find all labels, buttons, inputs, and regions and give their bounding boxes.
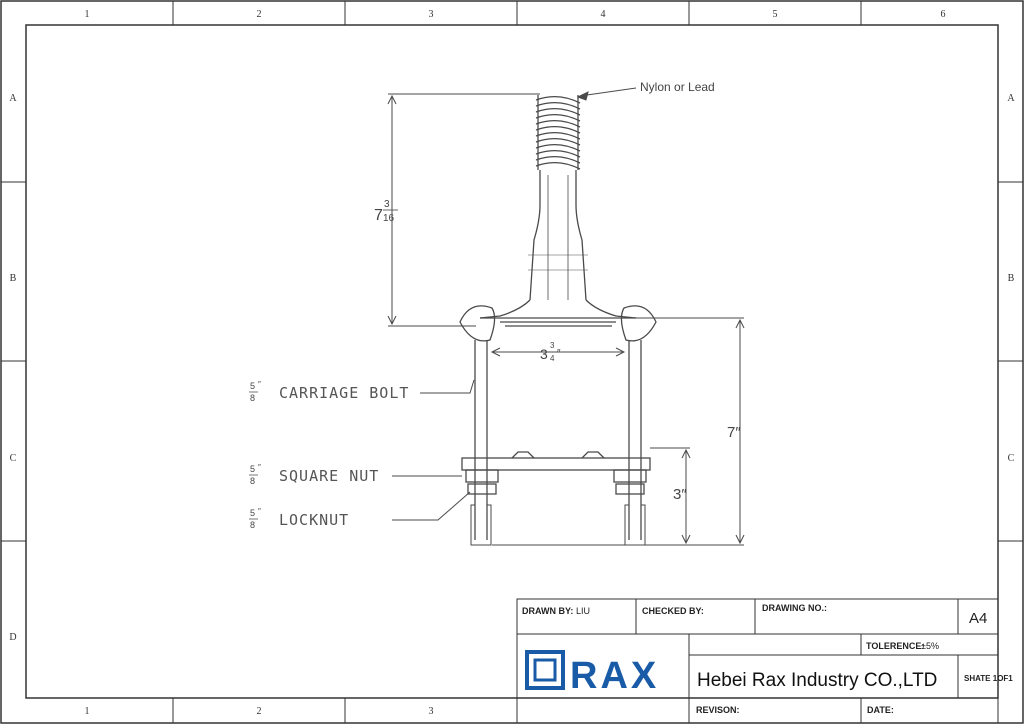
paper-size: A4 [969, 610, 987, 627]
carriage-bolt-label: CARRIAGE BOLT [279, 384, 409, 402]
zone-labels-bottom: 1 2 3 [85, 706, 434, 717]
zone-row-c-right: C [1008, 453, 1015, 464]
locknut-fraction-mark: ″ [258, 507, 261, 516]
zone-row-b-right: B [1008, 273, 1015, 284]
zone-col-4: 4 [601, 9, 606, 20]
checked-by-label: CHECKED BY: [642, 606, 704, 616]
zone-col-2: 2 [257, 9, 262, 20]
zone-col-6: 6 [941, 9, 946, 20]
logo-text: RAX [570, 655, 659, 697]
zone-labels-top: 1 2 3 4 5 6 [85, 9, 946, 20]
shank [528, 170, 588, 301]
carriage-bolt-fraction-den: 8 [250, 393, 255, 403]
zone-labels-left: A B C D [9, 93, 17, 643]
zone-col-5: 5 [773, 9, 778, 20]
locknut-label: LOCKNUT [279, 511, 349, 529]
locknut-annotation: 5 8 ″ LOCKNUT [249, 507, 349, 530]
saddle-plate [459, 299, 657, 342]
sheet-number: SHATE 1OF1 [964, 674, 1013, 683]
carriage-bolt-annotation: 5 8 ″ CARRIAGE BOLT [249, 380, 409, 403]
zone-col-2-bottom: 2 [257, 706, 262, 717]
drawn-by-value: LIU [576, 606, 590, 616]
lower-bracket [461, 451, 651, 495]
callout-nylon-or-lead: Nylon or Lead [640, 80, 715, 94]
rax-logo: RAX [525, 650, 659, 697]
square-nut-label: SQUARE NUT [279, 467, 379, 485]
width-whole: 3 [540, 346, 548, 362]
company-name: Hebei Rax Industry CO.,LTD [697, 670, 937, 691]
width-dimension-label: 3 3 4 ″ [540, 341, 561, 363]
zone-row-b-left: B [10, 273, 17, 284]
drawing-no-label: DRAWING NO.: [762, 603, 827, 613]
zone-col-1-bottom: 1 [85, 706, 90, 717]
zone-labels-right: A B C [1007, 93, 1015, 464]
inner-frame [25, 24, 999, 699]
locknut-fraction-num: 5 [250, 508, 255, 518]
pin-drawing [459, 95, 657, 546]
square-nut-fraction-mark: ″ [258, 463, 261, 472]
zone-col-1: 1 [85, 9, 90, 20]
right-height-dimension: 7″ [727, 424, 741, 441]
height-whole: 7 [374, 207, 383, 224]
width-numerator: 3 [550, 341, 555, 350]
dimension-lines [387, 87, 745, 546]
carriage-bolts [470, 340, 646, 546]
zone-row-c-left: C [10, 453, 17, 464]
zone-row-a-left: A [9, 93, 17, 104]
carriage-bolt-fraction-num: 5 [250, 381, 255, 391]
height-dimension-label: 7 3 16 [374, 199, 398, 224]
zone-col-3: 3 [429, 9, 434, 20]
zone-row-a-right: A [1007, 93, 1015, 104]
date-label: DATE: [867, 705, 894, 715]
locknut-fraction-den: 8 [250, 520, 255, 530]
tolerance-value: ±5% [921, 641, 939, 651]
width-mark: ″ [557, 348, 561, 359]
height-numerator: 3 [384, 199, 390, 210]
revision-label: REVISON: [696, 705, 740, 715]
zone-col-3-bottom: 3 [429, 706, 434, 717]
carriage-bolt-fraction-mark: ″ [258, 380, 261, 389]
lower-height-dimension: 3″ [673, 486, 687, 503]
thread-section [535, 95, 581, 170]
square-nut-fraction-num: 5 [250, 464, 255, 474]
drawn-by-label: DRAWN BY: [522, 606, 573, 616]
zone-row-d-left: D [9, 632, 16, 643]
tolerance-label: TOLERENCE: [866, 641, 924, 651]
square-nut-annotation: 5 8 ″ SQUARE NUT [249, 463, 379, 486]
square-nut-fraction-den: 8 [250, 476, 255, 486]
title-block [516, 598, 999, 724]
width-denominator: 4 [550, 354, 555, 363]
height-denominator: 16 [383, 213, 395, 224]
